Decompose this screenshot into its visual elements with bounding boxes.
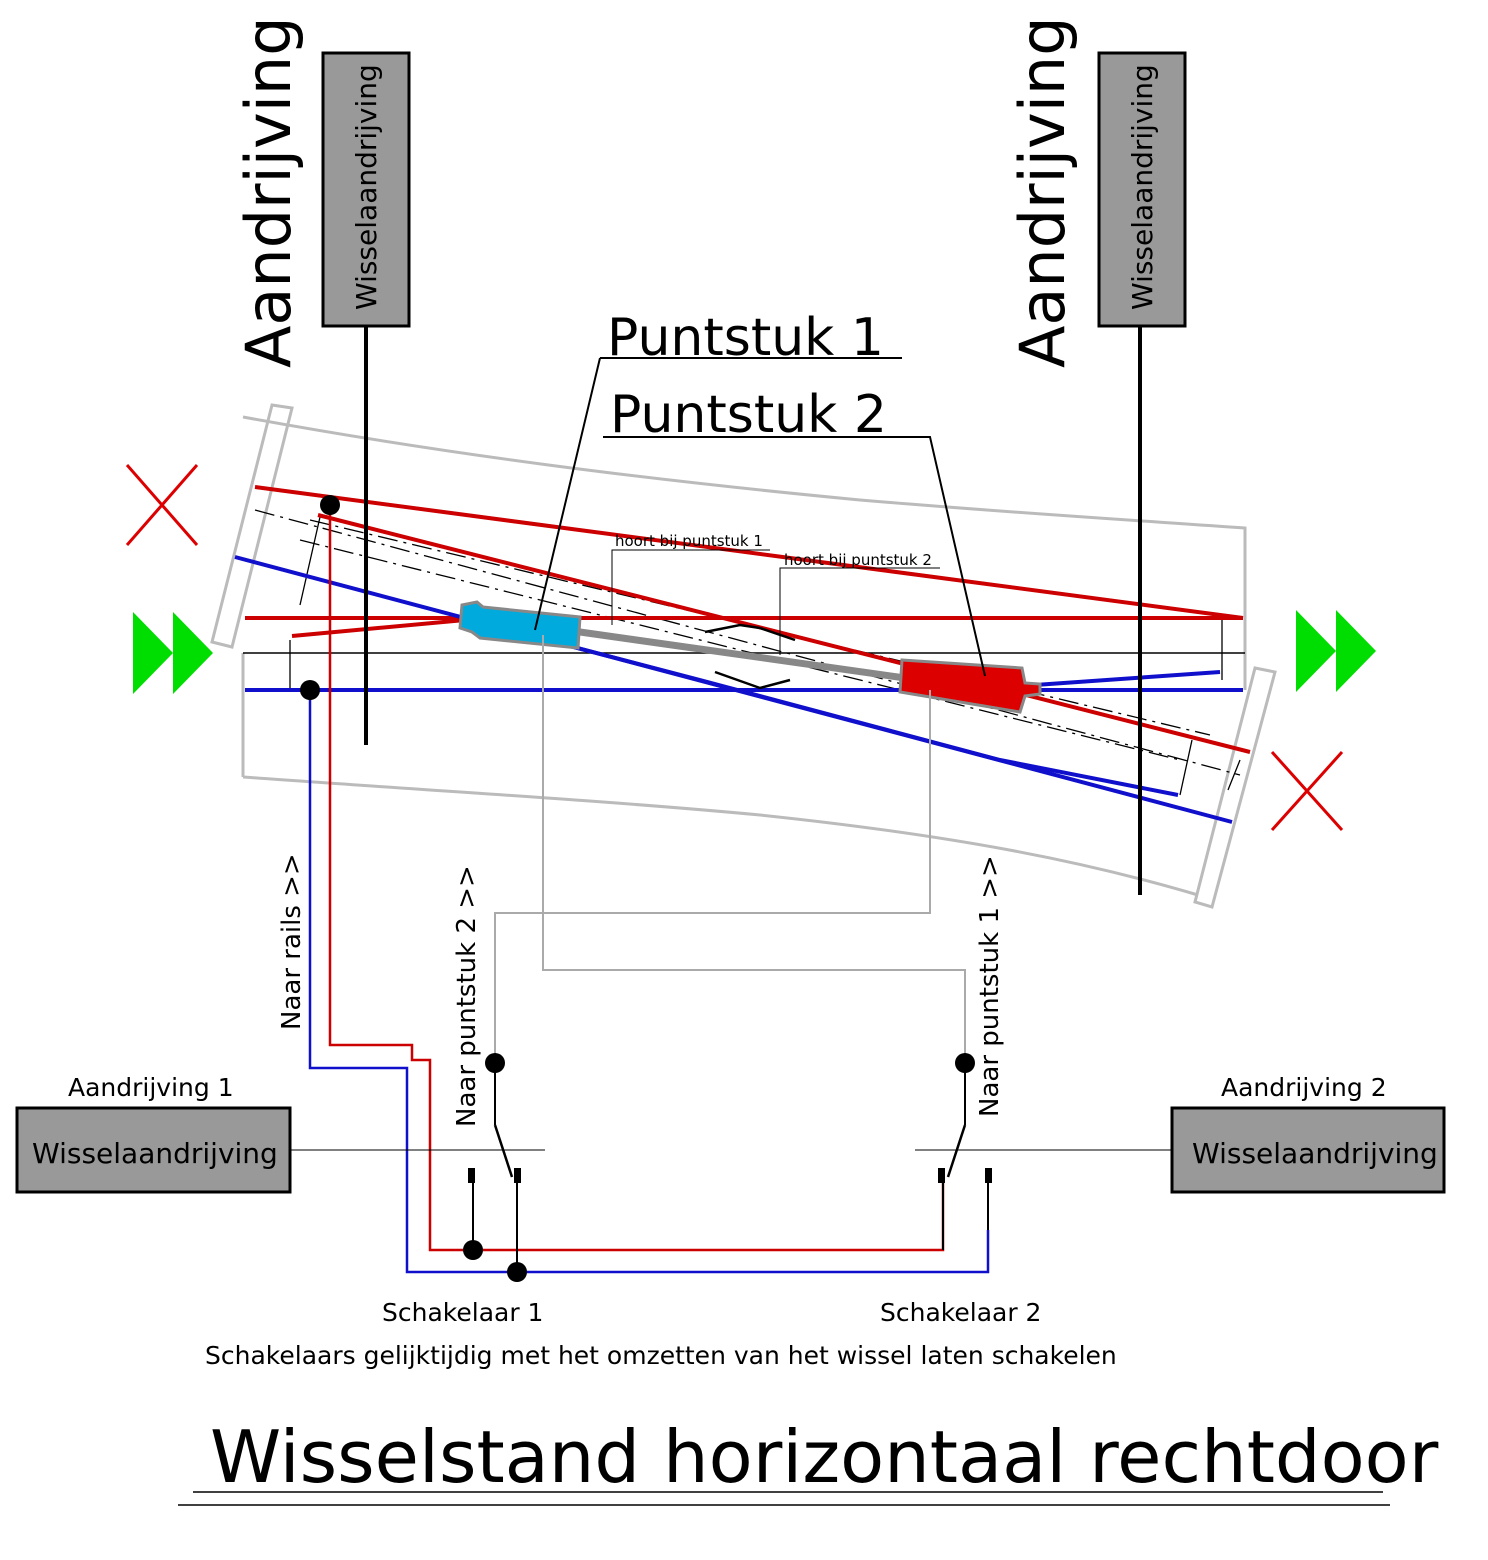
arrow-left-icon (133, 612, 213, 694)
blocked-cross-icon (1270, 750, 1344, 832)
drive-top-left-box-label: Wisselaandrijving (350, 64, 383, 310)
frog-1-polarizer (458, 600, 582, 650)
switch-2-label: Schakelaar 2 (880, 1298, 1041, 1327)
to-frog-2-label: Naar puntstuk 2 >> (452, 865, 482, 1127)
frog-feed-wires (494, 635, 966, 1063)
drive-top-right-side-label: Aandrijving 2 (1006, 0, 1079, 368)
drive-top-right: Wisselaandrijving Aandrijving 2 (1006, 0, 1187, 895)
blue-rail-right (1034, 670, 1221, 687)
frog-1-note: hoort bij puntstuk 1 (615, 532, 763, 550)
page-title: Wisselstand horizontaal rechtdoor (210, 1415, 1439, 1499)
drive-bottom-left-box-label: Wisselaandrijving (32, 1137, 278, 1170)
frog-2-label: Puntstuk 2 (610, 385, 887, 445)
arrow-right-icon (1296, 610, 1376, 692)
drive-top-right-box-label: Wisselaandrijving (1126, 64, 1159, 310)
blocked-cross-icon (125, 464, 199, 546)
frog-2-polarizer (898, 658, 1042, 714)
frog-2-note: hoort bij puntstuk 2 (784, 551, 932, 569)
red-rail-diverging-lower (317, 513, 1251, 754)
check-rails (289, 516, 1241, 796)
drive-bottom-right: Aandrijving 2 Wisselaandrijving (1170, 1073, 1446, 1194)
rail-feed-wires (308, 505, 990, 1274)
drive-top-left-side-label: Aandrijving 1 (232, 0, 305, 368)
drive-bottom-right-label: Aandrijving 2 (1221, 1073, 1387, 1102)
switch-1-label: Schakelaar 1 (382, 1298, 543, 1327)
switch-blades (579, 623, 906, 690)
switch-1 (290, 1063, 545, 1183)
red-rails (245, 485, 1251, 754)
to-frog-1-label: Naar puntstuk 1 >> (975, 855, 1005, 1117)
drive-bottom-left: Aandrijving 1 Wisselaandrijving (15, 1073, 292, 1194)
drive-bottom-left-label: Aandrijving 1 (68, 1073, 234, 1102)
blue-rail-closure (469, 618, 1179, 797)
red-rail-diverging-upper (254, 485, 1244, 620)
switch-note: Schakelaars gelijktijdig met het omzette… (205, 1341, 1117, 1370)
blue-rails (234, 555, 1243, 824)
to-rails-label: Naar rails >> (277, 853, 307, 1030)
frog-labels: Puntstuk 1 Puntstuk 2 hoort bij puntstuk… (534, 308, 986, 677)
drive-top-left: Wisselaandrijving Aandrijving 1 (232, 0, 411, 745)
red-rail-closure (291, 618, 466, 638)
switch-2 (915, 1063, 1172, 1183)
drive-bottom-right-box-label: Wisselaandrijving (1192, 1137, 1438, 1170)
